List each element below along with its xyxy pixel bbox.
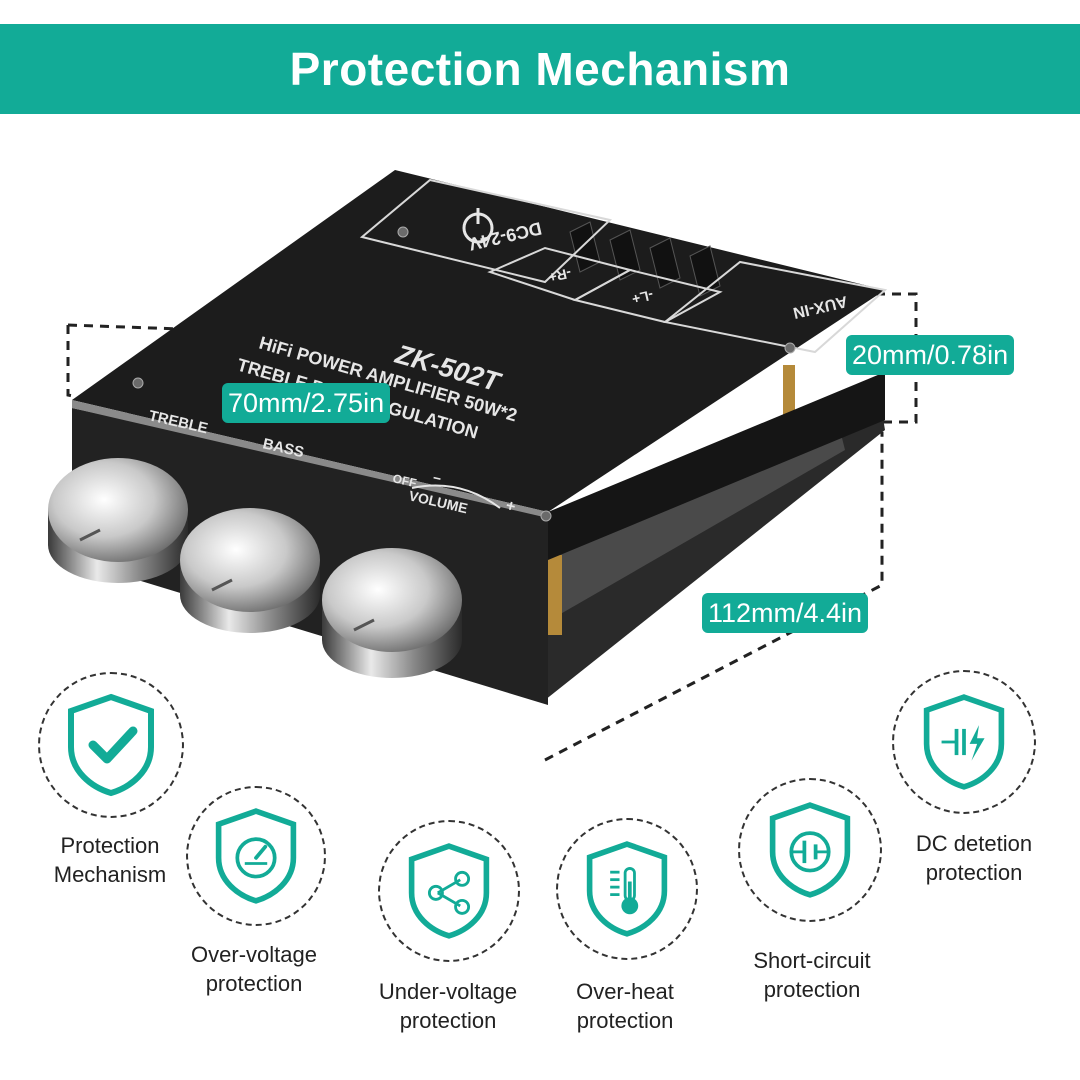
top-plate — [72, 170, 885, 512]
side-panel — [548, 372, 885, 560]
screw — [784, 342, 796, 354]
shield-dc-detect-icon — [923, 694, 1005, 790]
feature-dc-detection — [892, 670, 1036, 814]
left-channel-label: -L+ — [630, 287, 654, 307]
length-dimension-label: 112mm/4.4in — [702, 593, 869, 633]
shield-thermometer-icon — [586, 841, 668, 937]
screw — [540, 510, 552, 522]
shield-short-circuit-icon — [769, 802, 851, 898]
off-label: OFF — [391, 471, 418, 490]
screw — [132, 377, 144, 389]
feature-over-heat — [556, 818, 698, 960]
shield-share-icon — [408, 843, 490, 939]
height-dimension-label: 20mm/0.78in — [846, 335, 1015, 375]
feature-protection-mechanism — [38, 672, 184, 818]
bass-knob — [180, 508, 320, 633]
screw — [397, 226, 409, 238]
shield-check-icon — [68, 693, 154, 797]
volume-knob — [322, 548, 462, 678]
page-title: Protection Mechanism — [289, 43, 791, 95]
treble-knob — [48, 458, 188, 583]
minus-label: − — [431, 469, 443, 486]
width-dimension-label: 70mm/2.75in — [222, 383, 391, 423]
length-dimension-outline — [544, 432, 884, 762]
feature-over-voltage — [186, 786, 326, 926]
volume-arc — [411, 484, 501, 509]
width-dimension-outline — [66, 325, 550, 555]
right-channel-label: -R+ — [547, 265, 573, 286]
header-banner: Protection Mechanism — [0, 24, 1080, 114]
left-channel-box — [572, 268, 723, 324]
standoff-post — [548, 555, 562, 635]
power-box — [359, 178, 613, 284]
top-plate-edge — [72, 400, 548, 518]
plus-label: + — [504, 497, 517, 516]
aux-in-box — [662, 260, 888, 354]
feature-short-circuit — [738, 778, 882, 922]
shield-gauge-icon — [215, 808, 297, 904]
feature-under-voltage — [378, 820, 520, 962]
pcb-components — [545, 430, 845, 620]
